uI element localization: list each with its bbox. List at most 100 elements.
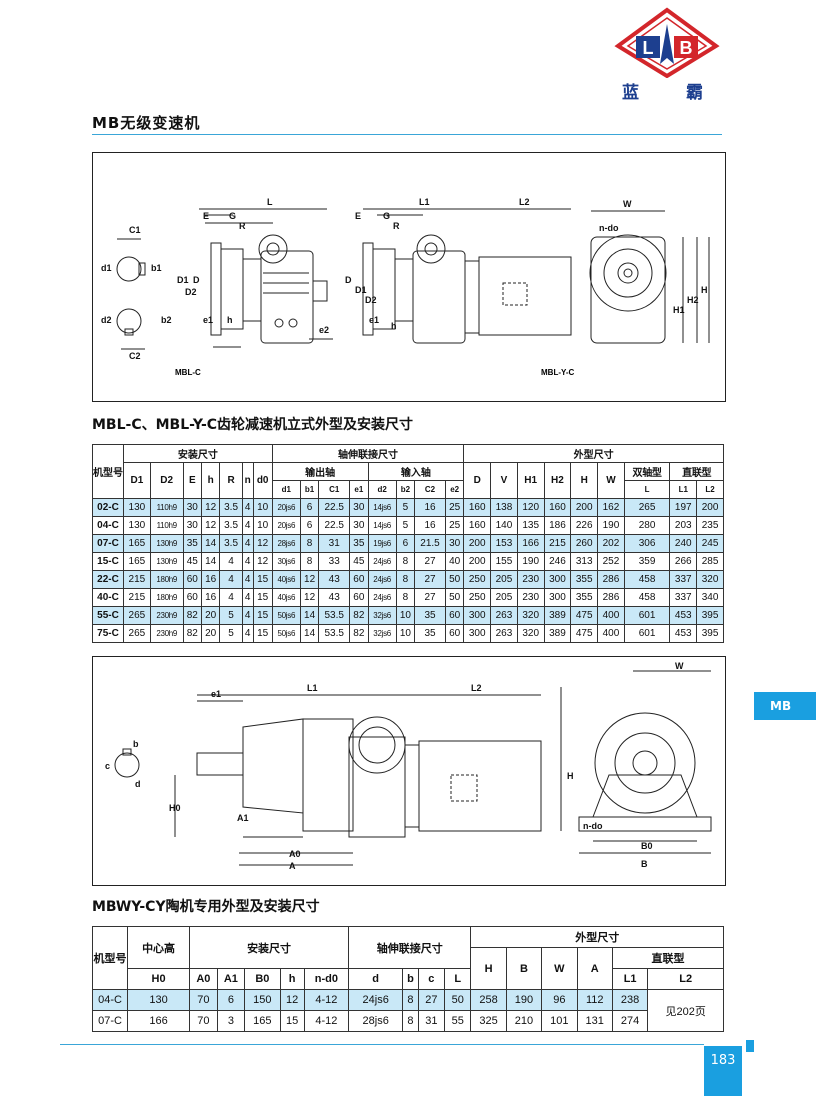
table-cell: 601 [623,606,671,625]
table-cell: 110h9 [149,498,184,517]
table-cell: 21.5 [414,534,446,553]
table-cell: 265 [123,606,151,625]
table-cell: 12 [252,552,273,571]
table-cell: 337 [669,570,698,589]
svg-text:D1: D1 [355,285,367,295]
table-cell: 14 [200,534,221,553]
table-cell: 50js6 [271,624,301,643]
table1-col-h: h [200,462,221,499]
svg-text:n-do: n-do [599,223,619,233]
side-tab-mb[interactable]: MB [754,692,816,720]
svg-text:H0: H0 [169,803,181,813]
table-cell: 453 [669,624,698,643]
table-cell: 389 [543,606,572,625]
table-cell: 15 [252,588,273,607]
table-cell: 120 [516,498,545,517]
table-cell: 12 [299,588,320,607]
table1-col-n: n [241,462,254,499]
table-cell: 286 [597,588,625,607]
table-cell-model: 55-C [92,606,124,625]
table1-col-b2: b2 [395,480,416,499]
table-cell-model: 15-C [92,552,124,571]
logo-letter-l: L [643,38,654,58]
table-cell: 190 [516,552,545,571]
table-cell: 8 [395,552,416,571]
table-cell: 82 [182,624,202,643]
table-cell: 230 [516,570,545,589]
table-cell: 226 [570,516,599,535]
svg-text:E: E [355,211,361,221]
table-cell: 235 [696,516,724,535]
table-cell: 263 [490,606,518,625]
table-cell: 45 [182,552,202,571]
table-cell: 210 [505,1010,543,1032]
svg-text:L1: L1 [419,197,430,207]
table-cell: 14 [299,624,320,643]
svg-text:G: G [229,211,236,221]
table-cell: 27 [414,552,446,571]
table2-subheader-row: H0 A0 A1 B0 h n-d0 d b c L L1 L2 [93,968,724,990]
table1-in-shaft-header: 输入轴 [367,462,465,481]
table-cell: 245 [696,534,724,553]
table-cell: 12 [200,498,221,517]
table1-col-L1: L1 [669,480,698,499]
table-cell: 4-12 [303,1010,350,1032]
table-cell: 10 [252,516,273,535]
table-cell: 5 [395,516,416,535]
table-cell: 30 [444,534,465,553]
table2-col-L: L [444,968,472,990]
table1-col-b1: b1 [299,480,320,499]
svg-text:e1: e1 [211,689,221,699]
table-cell: 165 [123,552,151,571]
svg-text:B0: B0 [641,841,653,851]
title-rule [92,134,722,135]
table-cell-model: 04-C [92,989,128,1011]
table-cell: 3.5 [219,534,243,553]
table-cell: 70 [189,1010,218,1032]
table-cell: 40 [444,552,465,571]
table-cell: 313 [570,552,599,571]
table-cell: 6 [299,498,320,517]
svg-text:R: R [393,221,400,231]
table-cell: 166 [516,534,545,553]
table1-out-shaft-header: 输出轴 [271,462,369,481]
table-cell: 24js6 [367,552,397,571]
table1-col-H2: H2 [543,462,572,499]
table2-col-H0: H0 [126,968,191,990]
table-cell: 155 [490,552,518,571]
svg-text:d: d [135,779,141,789]
table-cell: 15 [252,624,273,643]
table-cell: 60 [182,588,202,607]
table-cell: 8 [402,1010,419,1032]
table-cell: 325 [470,1010,507,1032]
table-cell: 110h9 [149,516,184,535]
table-cell: 180h9 [149,588,184,607]
table-cell: 45 [349,552,369,571]
table-cell: 8 [299,534,320,553]
table-cell: 30js6 [271,552,301,571]
table-cell: 35 [414,606,446,625]
table-cell: 19js6 [367,534,397,553]
table-cell: 10 [252,498,273,517]
table-cell: 240 [669,534,698,553]
table-cell: 24js6 [348,989,404,1011]
svg-text:n-do: n-do [583,821,603,831]
svg-text:W: W [623,199,632,209]
table-cell: 30 [182,516,202,535]
table-cell: 340 [696,588,724,607]
table-cell: 130h9 [149,552,184,571]
table-cell: 15 [252,570,273,589]
table2-col-b: b [402,968,419,990]
svg-text:A0: A0 [289,849,301,859]
svg-text:e1: e1 [203,315,213,325]
table-cell: 6 [216,989,246,1011]
table-cell: 30 [349,498,369,517]
table-cell: 16 [414,516,446,535]
table2-col-A1: A1 [216,968,246,990]
